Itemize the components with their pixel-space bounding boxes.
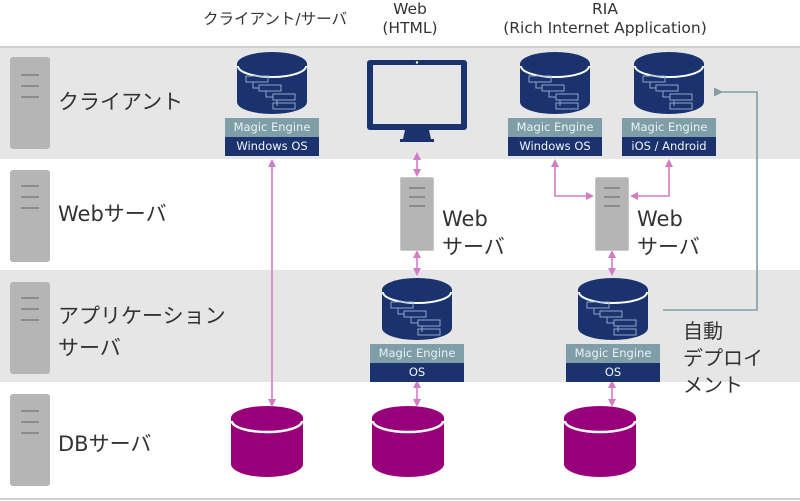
- web-server-icon: [400, 177, 434, 251]
- connection-arrow: [551, 159, 594, 200]
- web-server-label: Web サーバ: [637, 207, 700, 259]
- engine-label-ria-windows: Magic Engine Windows OS: [508, 118, 602, 156]
- database-icon: [370, 404, 446, 479]
- web-server-icon: [595, 177, 629, 251]
- engine-label-cs-client: Magic Engine Windows OS: [225, 118, 319, 156]
- engine-label-ria-app: Magic Engine OS: [566, 344, 660, 382]
- magic-engine-cylinder-icon: [236, 51, 308, 115]
- auto-deploy-arrow: [663, 87, 758, 311]
- magic-engine-cylinder-icon: [633, 51, 705, 115]
- server-icon: [10, 282, 50, 374]
- tier-label-app-server: アプリケーション サーバ: [58, 304, 226, 360]
- tier-label-web-server: Webサーバ: [58, 202, 167, 226]
- monitor-icon: [367, 60, 467, 142]
- engine-label-ria-mobile: Magic Engine iOS / Android: [622, 118, 716, 156]
- column-header-client-server: クライアント/サーバ: [203, 10, 347, 28]
- server-icon: [10, 394, 50, 486]
- tier-label-db-server: DBサーバ: [58, 432, 152, 456]
- web-server-label: Web サーバ: [442, 207, 505, 259]
- auto-deploy-label: 自動 デプロイ メント: [683, 319, 763, 397]
- server-icon: [10, 170, 50, 262]
- database-icon: [229, 404, 305, 479]
- server-icon: [10, 57, 50, 149]
- database-icon: [562, 404, 638, 479]
- magic-engine-cylinder-icon: [519, 51, 591, 115]
- column-header-web-html: Web (HTML): [382, 0, 438, 37]
- column-header-ria: RIA (Rich Internet Application): [503, 0, 707, 37]
- magic-engine-cylinder-icon: [381, 277, 453, 341]
- engine-label-web-app: Magic Engine OS: [370, 344, 464, 382]
- connection-arrow: [630, 159, 673, 200]
- tier-label-client: クライアント: [58, 90, 184, 114]
- magic-engine-cylinder-icon: [577, 277, 649, 341]
- top-divider: [0, 46, 800, 48]
- bottom-divider: [0, 498, 800, 500]
